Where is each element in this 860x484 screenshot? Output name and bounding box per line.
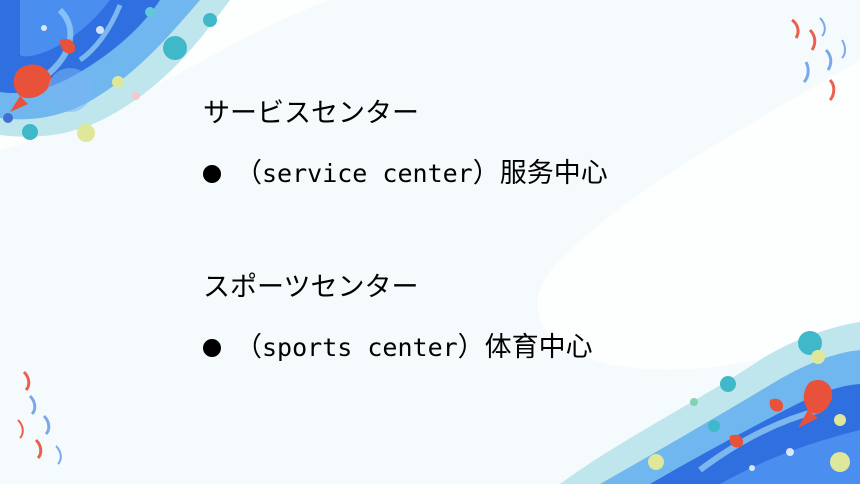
bullet-icon <box>203 164 221 183</box>
koi-fish-icon <box>803 379 833 414</box>
definition-line-2: （ sports center ） 体育中心 <box>203 334 593 361</box>
bottom-left-fish-group <box>17 370 62 465</box>
lily-pad-icon <box>163 36 187 60</box>
bottom-right-pond <box>560 322 860 484</box>
chinese-meaning: 体育中心 <box>484 332 593 363</box>
lily-pad-icon <box>798 331 822 355</box>
english-term: sports center <box>262 333 458 362</box>
paren-open: （ <box>235 158 262 189</box>
term-line-1: サービスセンター <box>203 100 419 127</box>
term-text: サービスセンター <box>203 98 419 129</box>
top-left-pond <box>0 0 230 142</box>
paren-close: ） <box>472 158 500 189</box>
paren-open: （ <box>235 332 262 363</box>
top-right-fish-group <box>791 17 846 102</box>
chinese-meaning: 服务中心 <box>499 158 608 189</box>
koi-fish-icon <box>13 64 53 99</box>
paren-close: ） <box>457 332 485 363</box>
term-line-2: スポーツセンター <box>203 274 418 301</box>
term-text: スポーツセンター <box>203 272 419 303</box>
definition-line-1: （ service center ） 服务中心 <box>203 160 608 187</box>
english-term: service center <box>262 159 473 188</box>
bullet-icon <box>203 338 221 357</box>
